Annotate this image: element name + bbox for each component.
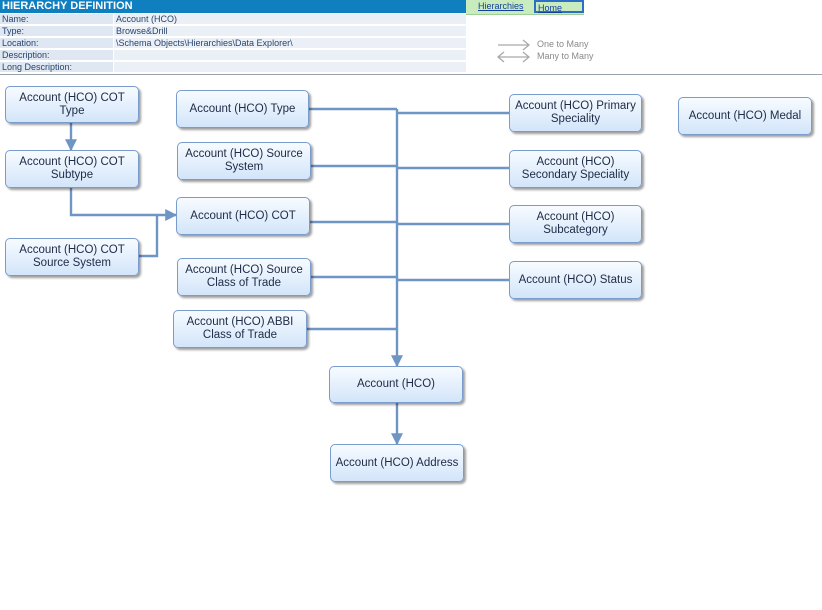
page-title: HIERARCHY DEFINITION	[0, 0, 466, 13]
many-to-many-arrow-icon	[496, 51, 531, 63]
node-cot-source-system[interactable]: Account (HCO) COT Source System	[5, 238, 139, 276]
long-description-label: Long Description:	[0, 62, 113, 73]
info-row-type: Type: Browse&Drill	[0, 26, 466, 38]
node-source-class-of-trade[interactable]: Account (HCO) Source Class of Trade	[177, 258, 311, 296]
node-type[interactable]: Account (HCO) Type	[176, 90, 309, 128]
edge-cot-subtype-to-cot	[69, 188, 178, 221]
home-link[interactable]: Home	[534, 0, 584, 13]
node-account[interactable]: Account (HCO)	[329, 366, 463, 403]
edge-cot-source-system-to-cot	[139, 215, 159, 258]
description-label: Description:	[0, 50, 113, 61]
type-value: Browse&Drill	[114, 26, 466, 37]
node-abbi-class-of-trade[interactable]: Account (HCO) ABBI Class of Trade	[173, 310, 307, 348]
description-value	[114, 50, 466, 61]
node-cot-subtype[interactable]: Account (HCO) COT Subtype	[5, 150, 139, 188]
legend-many-to-many: Many to Many	[537, 51, 594, 61]
node-status[interactable]: Account (HCO) Status	[509, 261, 642, 299]
node-source-system[interactable]: Account (HCO) Source System	[177, 142, 311, 180]
node-address[interactable]: Account (HCO) Address	[330, 444, 464, 482]
one-to-many-arrow-icon	[498, 39, 531, 51]
hierarchies-link[interactable]: Hierarchies	[478, 1, 524, 11]
legend-graphic	[496, 39, 531, 63]
info-row-description: Description:	[0, 50, 466, 62]
node-cot[interactable]: Account (HCO) COT	[176, 197, 310, 235]
header-divider	[0, 74, 822, 75]
node-secondary-speciality[interactable]: Account (HCO) Secondary Speciality	[509, 150, 642, 188]
node-subcategory[interactable]: Account (HCO) Subcategory	[509, 205, 642, 243]
legend-one-to-many: One to Many	[537, 39, 589, 49]
location-label: Location:	[0, 38, 113, 49]
name-label: Name:	[0, 14, 113, 25]
info-row-location: Location: \Schema Objects\Hierarchies\Da…	[0, 38, 466, 50]
node-cot-type[interactable]: Account (HCO) COT Type	[5, 86, 139, 123]
node-primary-speciality[interactable]: Account (HCO) Primary Speciality	[509, 94, 642, 132]
info-row-long-description: Long Description:	[0, 62, 466, 74]
location-value: \Schema Objects\Hierarchies\Data Explore…	[114, 38, 466, 49]
long-description-value	[114, 62, 466, 73]
node-medal[interactable]: Account (HCO) Medal	[678, 97, 812, 135]
info-row-name: Name: Account (HCO)	[0, 14, 466, 26]
type-label: Type:	[0, 26, 113, 37]
name-value: Account (HCO)	[114, 14, 466, 25]
